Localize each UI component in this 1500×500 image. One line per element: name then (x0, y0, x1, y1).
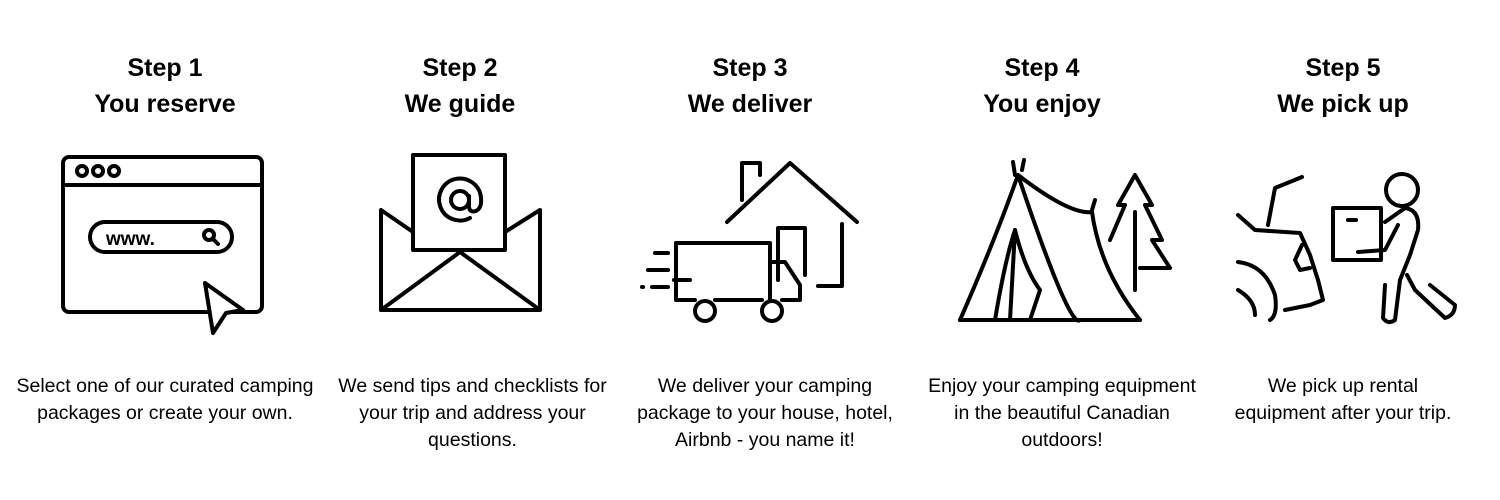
step-title: We guide (404, 90, 516, 118)
step-title: You enjoy (983, 90, 1101, 118)
step-2-heading: Step 2 We guide (310, 50, 610, 122)
email-envelope-icon (379, 153, 542, 312)
step-title: You reserve (94, 90, 236, 118)
step-title: We pick up (1277, 90, 1409, 118)
delivery-truck-house-icon (640, 161, 859, 323)
step-5-heading: Step 5 We pick up (1193, 50, 1493, 122)
step-5-description: We pick up rental equipment after your t… (1234, 375, 1452, 424)
browser-search-icon: www. (61, 155, 264, 335)
step-number: Step 4 (1004, 54, 1080, 82)
step-number: Step 1 (127, 54, 203, 82)
step-4-description: Enjoy your camping equipment in the beau… (928, 375, 1196, 451)
step-3-description: We deliver your camping package to your … (637, 375, 893, 451)
step-number: Step 3 (712, 54, 788, 82)
step-4-heading: Step 4 You enjoy (892, 50, 1192, 122)
tent-tree-icon (958, 158, 1172, 323)
step-1-description: Select one of our curated camping packag… (16, 375, 314, 424)
step-title: We deliver (687, 90, 813, 118)
step-number: Step 5 (1305, 54, 1381, 82)
step-1-heading: Step 1 You reserve (15, 50, 315, 122)
car-person-box-icon (1236, 172, 1457, 325)
step-number: Step 2 (422, 54, 498, 82)
step-3-heading: Step 3 We deliver (600, 50, 900, 122)
search-url-text: www. (105, 229, 155, 250)
step-2-description: We send tips and checklists for your tri… (338, 375, 607, 451)
